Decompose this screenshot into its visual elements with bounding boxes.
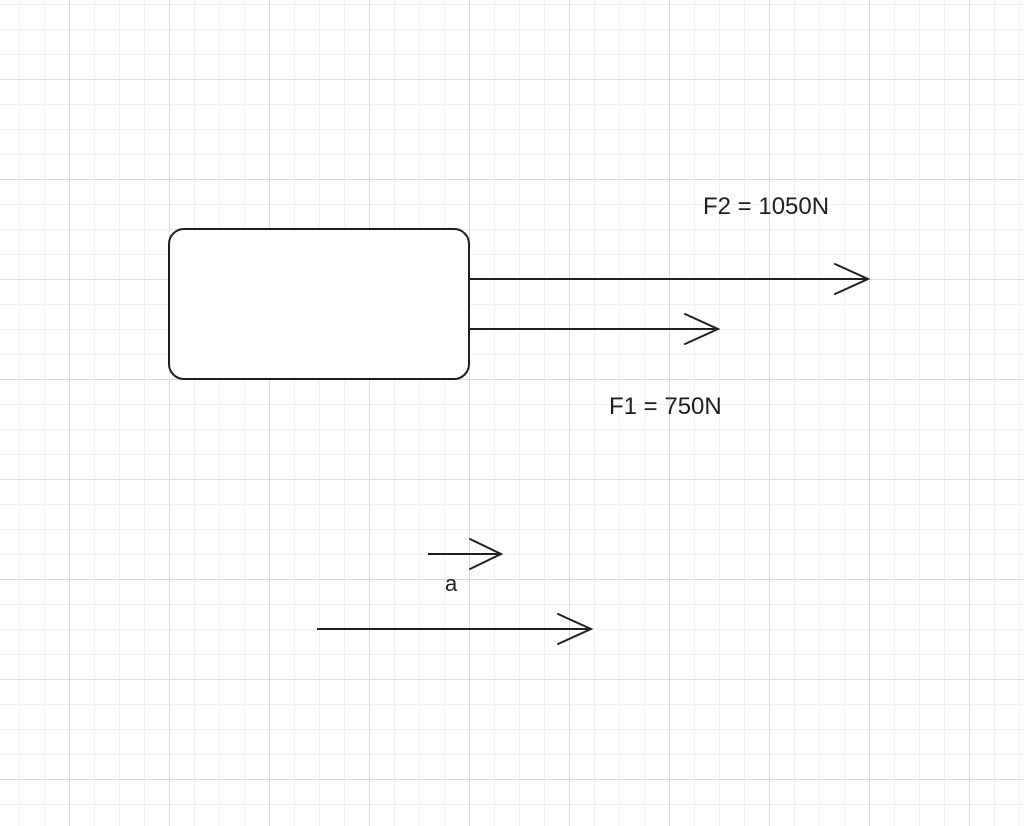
acceleration-label: a	[445, 571, 458, 596]
body-box[interactable]	[168, 228, 470, 380]
arrow-head-icon	[469, 538, 504, 570]
force-arrow-f2[interactable]	[470, 263, 871, 295]
arrow-head-icon	[557, 613, 594, 645]
force-arrow-f1[interactable]	[470, 313, 721, 345]
force-label-f2: F2 = 1050N	[703, 193, 829, 220]
acceleration-arrow[interactable]	[428, 538, 504, 570]
arrow-head-icon	[684, 313, 721, 345]
force-label-f1: F1 = 750N	[609, 393, 722, 420]
direction-arrow[interactable]	[317, 613, 594, 645]
arrow-head-icon	[834, 263, 871, 295]
